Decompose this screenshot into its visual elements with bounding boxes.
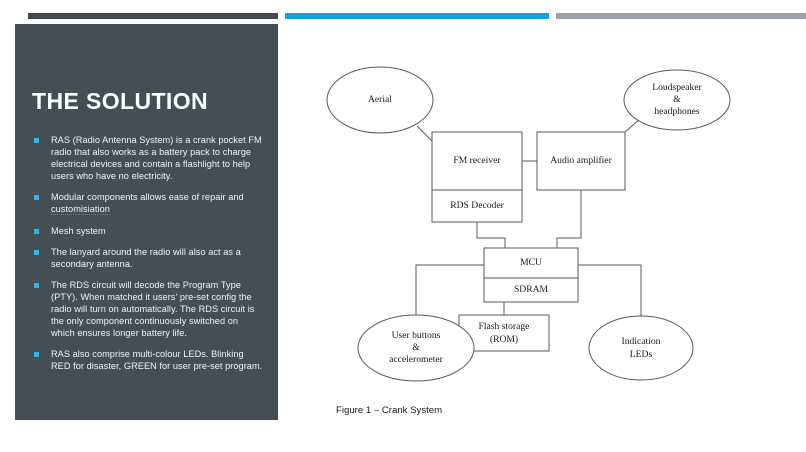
bullet-square-icon (34, 249, 39, 255)
page-title: The Solution (32, 88, 209, 114)
bullet-text: RAS also comprise multi-colour LEDs. Bli… (51, 349, 263, 372)
node-fm-receiver-label: FM receiver (453, 155, 501, 166)
node-loudspeaker-label: Loudspeaker (652, 82, 702, 93)
slide-side-panel: The Solution RAS (Radio Antenna System) … (15, 24, 278, 420)
node-flash-storage-label-line2: (ROM) (490, 334, 518, 345)
bullet-text: The RDS circuit will decode the Program … (51, 279, 255, 339)
list-item: The RDS circuit will decode the Program … (32, 279, 264, 339)
list-item: Mesh system (32, 225, 264, 237)
list-item: The lanyard around the radio will also a… (32, 246, 264, 270)
block-diagram: Aerial Loudspeaker & headphones FM recei… (300, 30, 800, 430)
node-loudspeaker[interactable] (623, 69, 731, 131)
node-loudspeaker-label-line3: headphones (654, 106, 700, 117)
node-sdram-label: SDRAM (514, 284, 549, 295)
list-item: Modular components allows ease of repair… (32, 191, 264, 216)
diagram-connectors (415, 118, 642, 316)
accent-bar-cyan (285, 13, 549, 19)
connector-aerial-fm (416, 125, 433, 142)
node-indication-leds-label-line2: LEDs (630, 349, 653, 360)
bullet-list: RAS (Radio Antenna System) is a crank po… (32, 134, 264, 382)
list-item: RAS also comprise multi-colour LEDs. Bli… (32, 348, 264, 372)
connector-audio-mcu (556, 190, 582, 248)
bullet-square-icon (34, 195, 39, 201)
bullet-text-with-spellcheck: Modular components allows ease of repair… (51, 192, 244, 216)
node-audio-amplifier-label: Audio amplifier (550, 155, 612, 166)
connector-audio-loudspeaker (624, 118, 641, 133)
bullet-square-icon (34, 352, 39, 358)
misspelled-word: customisiation (51, 204, 110, 216)
node-user-buttons-label-line3: accelerometer (389, 354, 444, 365)
diagram-nodes: Aerial Loudspeaker & headphones FM recei… (326, 66, 731, 382)
node-mcu[interactable] (483, 247, 579, 279)
node-rds-decoder-label: RDS Decoder (450, 200, 504, 211)
node-fm-receiver[interactable] (431, 131, 523, 191)
accent-bar-gray (556, 13, 806, 19)
node-flash-storage-label: Flash storage (479, 321, 530, 332)
connector-mcu-leds (578, 264, 642, 316)
node-sdram[interactable] (483, 277, 579, 303)
node-mcu-label: MCU (520, 257, 542, 268)
node-audio-amplifier[interactable] (536, 131, 626, 191)
bullet-square-icon (34, 138, 39, 143)
connector-rds-mcu (476, 222, 506, 248)
bullet-text: The lanyard around the radio will also a… (51, 246, 241, 269)
node-indication-leds[interactable] (588, 315, 694, 381)
node-user-buttons-label: User buttons (392, 330, 441, 341)
node-loudspeaker-label-line2: & (673, 94, 681, 105)
node-user-buttons[interactable] (357, 314, 475, 382)
node-indication-leds-label: Indication (622, 336, 661, 347)
accent-bar-dark (28, 13, 278, 19)
bullet-square-icon (34, 282, 39, 288)
bullet-text: Mesh system (51, 225, 106, 236)
bullet-square-icon (34, 228, 39, 234)
node-aerial-label: Aerial (368, 94, 392, 105)
bullet-text: RAS (Radio Antenna System) is a crank po… (51, 135, 262, 182)
figure-caption: Figure 1 – Crank System (336, 405, 443, 416)
node-user-buttons-label-line2: & (412, 342, 420, 353)
list-item: RAS (Radio Antenna System) is a crank po… (32, 134, 264, 182)
connector-mcu-userbuttons (415, 264, 484, 315)
node-rds-decoder[interactable] (431, 189, 523, 223)
node-aerial[interactable] (326, 66, 434, 134)
